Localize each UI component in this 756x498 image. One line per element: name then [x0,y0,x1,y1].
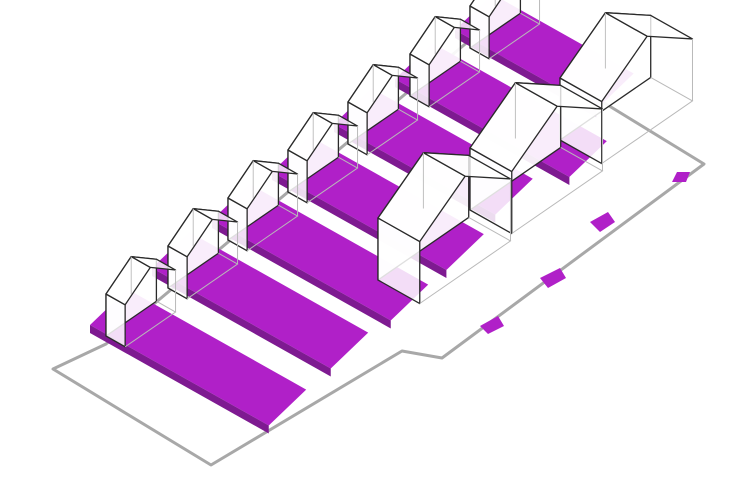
purple-strip-edge [152,268,331,377]
house-roof-left [469,0,502,18]
purple-strip-end [672,172,690,182]
purple-strip [90,289,307,426]
lot-outline-group [51,38,706,467]
small-house [105,255,177,348]
small-house [167,207,239,300]
purple-strip-edge [90,325,269,434]
purple-strip-end [480,316,504,334]
purple-strip-edge [212,220,391,329]
small-house [287,111,359,204]
purple-strip [212,184,429,321]
purple-strip-end [540,268,566,288]
small-house [347,63,419,156]
purple-strip-end [590,212,615,232]
large-house [377,152,512,305]
small-house [227,159,299,252]
lot-outline [51,38,706,467]
houses-group [105,0,694,348]
small-house [409,15,481,108]
purple-strip [152,232,369,369]
large-house [559,12,694,165]
